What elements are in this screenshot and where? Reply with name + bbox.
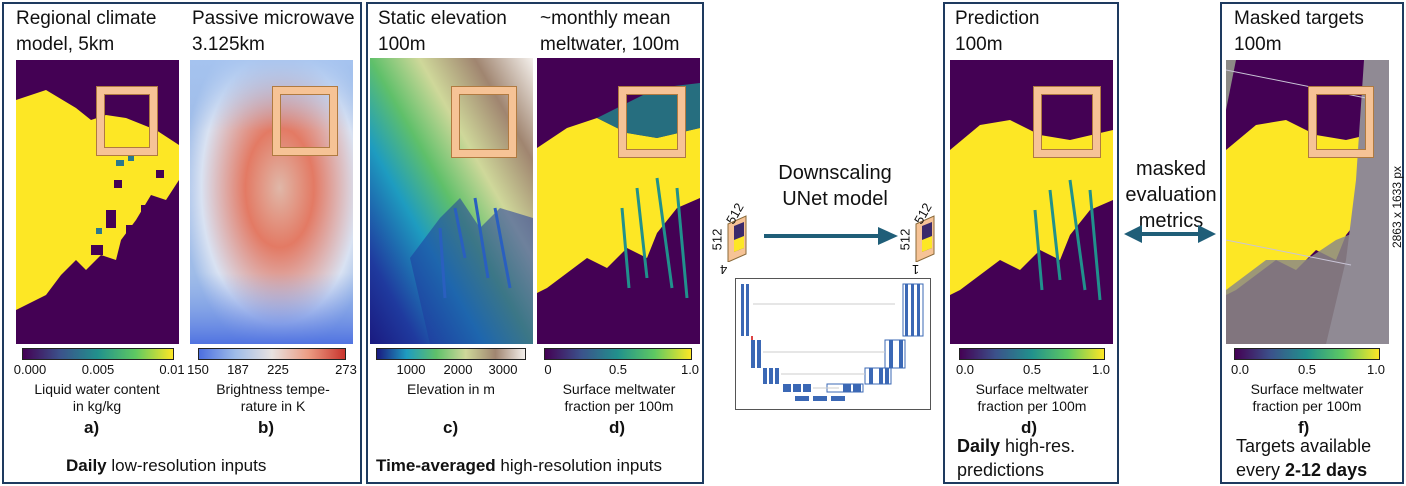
- output-tensor-icon: [915, 215, 935, 262]
- roi-box-prediction: [1034, 87, 1100, 157]
- colorbar-meltwater-mean-label: Surface meltwater fraction per 100m: [562, 381, 676, 414]
- targets-caption: Targets available every 2-12 days: [1236, 436, 1372, 480]
- label-c: c): [443, 418, 459, 437]
- image-size-note: 2863 x 1633 px: [1390, 165, 1404, 249]
- colorbar-elevation: [376, 348, 526, 360]
- prediction-panel: [943, 2, 1119, 484]
- output-dim-c: 1: [912, 262, 920, 277]
- label-d: d): [609, 418, 626, 437]
- prediction-map: [950, 60, 1113, 344]
- colorbar-lwc: [22, 348, 174, 360]
- prediction-caption: Daily high-res. predictions: [957, 436, 1076, 480]
- roi-box-a: [97, 87, 157, 155]
- roi-box-b: [273, 87, 337, 155]
- input-tensor-icon: [727, 215, 747, 262]
- label-a: a): [84, 418, 100, 437]
- passive-microwave-title: Passive microwave 3.125km: [192, 8, 355, 55]
- elevation-title: Static elevation 100m: [378, 8, 507, 55]
- colorbar-targets: [1234, 348, 1380, 360]
- label-b: b): [258, 418, 275, 437]
- colorbar-prediction: [959, 348, 1105, 360]
- meltwater-mean-title: ~monthly mean meltwater, 100m: [540, 8, 680, 55]
- targets-title: Masked targets 100m: [1234, 8, 1364, 55]
- meltwater-mean-map: [537, 58, 700, 344]
- masked-metrics-label: masked evaluation metrics: [1125, 158, 1217, 232]
- unet-model-label: Downscaling UNet model: [778, 162, 892, 210]
- unet-diagram: [735, 278, 931, 410]
- label-prediction: d): [1021, 418, 1038, 437]
- input-dim-c: 4: [720, 262, 728, 277]
- high-res-caption: Time-averaged high-resolution inputs: [376, 456, 663, 475]
- prediction-title: Prediction 100m: [955, 8, 1040, 55]
- colorbar-targets-label: Surface meltwater fraction per 100m: [1250, 381, 1364, 414]
- colorbar-prediction-label: Surface meltwater fraction per 100m: [975, 381, 1089, 414]
- model-arrow: [764, 227, 898, 245]
- roi-box-targets: [1309, 87, 1373, 157]
- colorbar-lwc-label: Liquid water content in kg/kg: [34, 381, 160, 414]
- roi-box-c: [452, 87, 516, 157]
- low-res-inputs-panel: [2, 2, 362, 484]
- input-dim-h: 512: [709, 228, 725, 251]
- passive-microwave-map: [190, 60, 353, 344]
- colorbar-tb-label: Brightness tempe- rature in K: [216, 381, 330, 414]
- colorbar-elevation-label: Elevation in m: [407, 381, 495, 397]
- colorbar-tb: [198, 348, 346, 360]
- high-res-inputs-panel: [366, 2, 704, 484]
- label-f: f): [1298, 418, 1310, 437]
- targets-panel: [1220, 2, 1404, 484]
- rcm-title: Regional climate model, 5km: [16, 8, 157, 55]
- elevation-map: [370, 58, 533, 344]
- roi-box-d: [619, 87, 685, 157]
- targets-map: [1226, 60, 1389, 344]
- low-res-caption: Daily low-resolution inputs: [66, 456, 267, 475]
- colorbar-meltwater-mean: [544, 348, 692, 360]
- metrics-double-arrow: [1124, 225, 1216, 243]
